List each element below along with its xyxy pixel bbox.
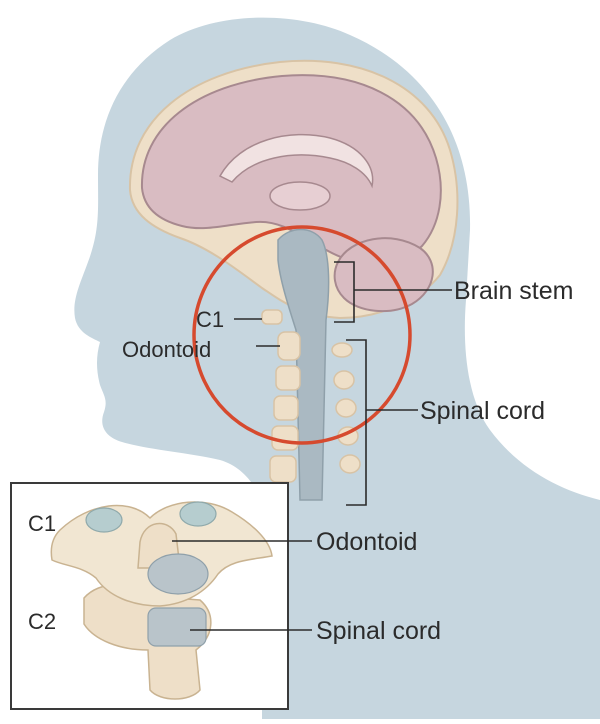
c1-facet-right [179, 501, 217, 527]
inset-c2-label: C2 [28, 609, 56, 634]
c1-label: C1 [196, 307, 224, 332]
brain-stem-label: Brain stem [454, 277, 573, 305]
vertebra-illustration [50, 501, 273, 700]
brain [140, 74, 442, 265]
inset-odontoid-label: Odontoid [316, 528, 417, 556]
vertebral-bodies [261, 309, 301, 483]
thalamus [269, 181, 331, 211]
corpus-callosum [218, 133, 374, 189]
inset-cord-section [147, 553, 209, 595]
c1-facet-left [85, 507, 123, 533]
inset-spinal-cord [147, 607, 207, 647]
brain-stem-shape [277, 228, 330, 501]
highlight-circle [192, 225, 412, 445]
brain-stem-bracket [334, 261, 355, 323]
spinal-cord-bracket [346, 339, 367, 506]
spinal-cord-label: Spinal cord [420, 397, 545, 425]
odontoid-label: Odontoid [122, 337, 211, 362]
cerebellum [333, 237, 434, 313]
inset-c1-label: C1 [28, 511, 56, 536]
inset-spinal-cord-label: Spinal cord [316, 617, 441, 645]
